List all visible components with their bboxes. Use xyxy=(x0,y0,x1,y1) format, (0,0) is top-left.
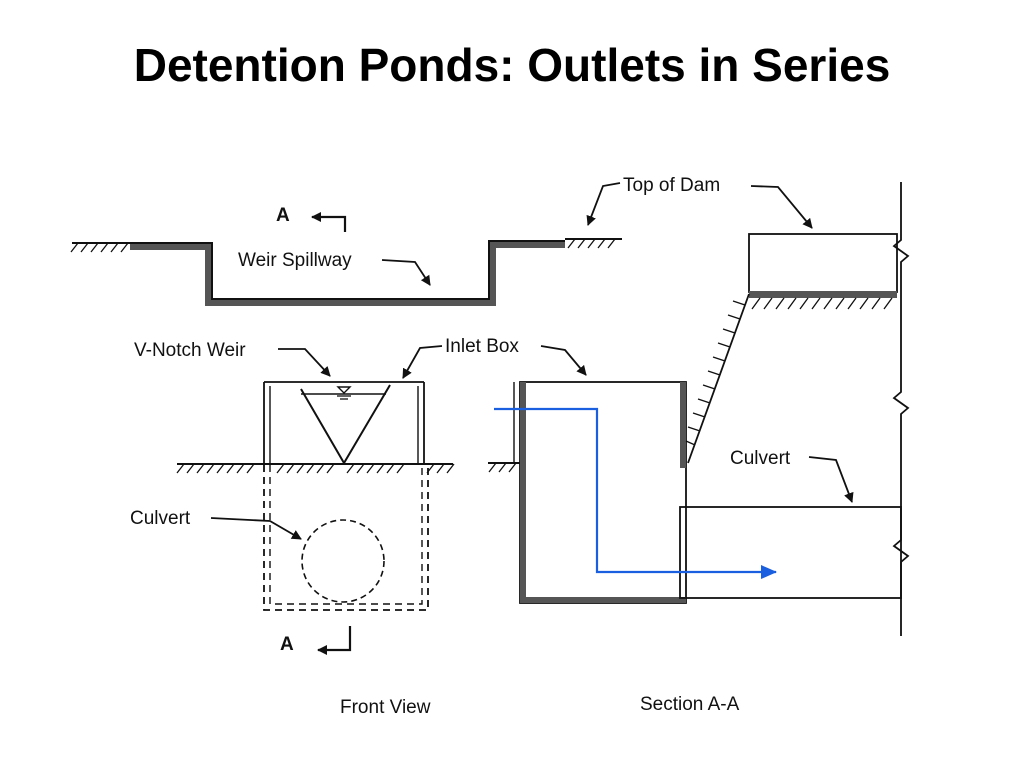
v-notch-weir-leader xyxy=(278,348,331,377)
top-of-dam-leader-right xyxy=(750,185,813,229)
culvert-section-leader xyxy=(808,456,854,503)
front-view-caption: Front View xyxy=(340,697,431,718)
culvert-front-leader xyxy=(210,517,302,540)
weir-spillway-leader xyxy=(381,259,431,286)
section-aa-drawing xyxy=(488,182,910,636)
top-of-dam-leader-left xyxy=(586,182,621,226)
section-marker-top: A xyxy=(276,205,290,226)
section-marker-bottom: A xyxy=(280,634,294,655)
weir-spillway-profile xyxy=(70,238,622,306)
culvert-front-label: Culvert xyxy=(130,508,191,529)
top-of-dam-label: Top of Dam xyxy=(623,175,720,196)
flow-arrow-icon xyxy=(494,407,777,579)
front-view-drawing xyxy=(176,381,455,611)
inlet-box-leader-right xyxy=(540,345,587,376)
inlet-box-label: Inlet Box xyxy=(445,336,519,357)
page-title: Detention Ponds: Outlets in Series xyxy=(133,39,891,91)
section-arrow-bottom-icon xyxy=(317,626,352,655)
weir-spillway-label: Weir Spillway xyxy=(238,250,352,271)
section-aa-caption: Section A-A xyxy=(640,694,740,715)
v-notch-weir-label: V-Notch Weir xyxy=(134,340,246,361)
inlet-box-leader-left xyxy=(402,345,443,379)
culvert-section-label: Culvert xyxy=(730,448,791,469)
section-arrow-top-icon xyxy=(311,212,347,232)
